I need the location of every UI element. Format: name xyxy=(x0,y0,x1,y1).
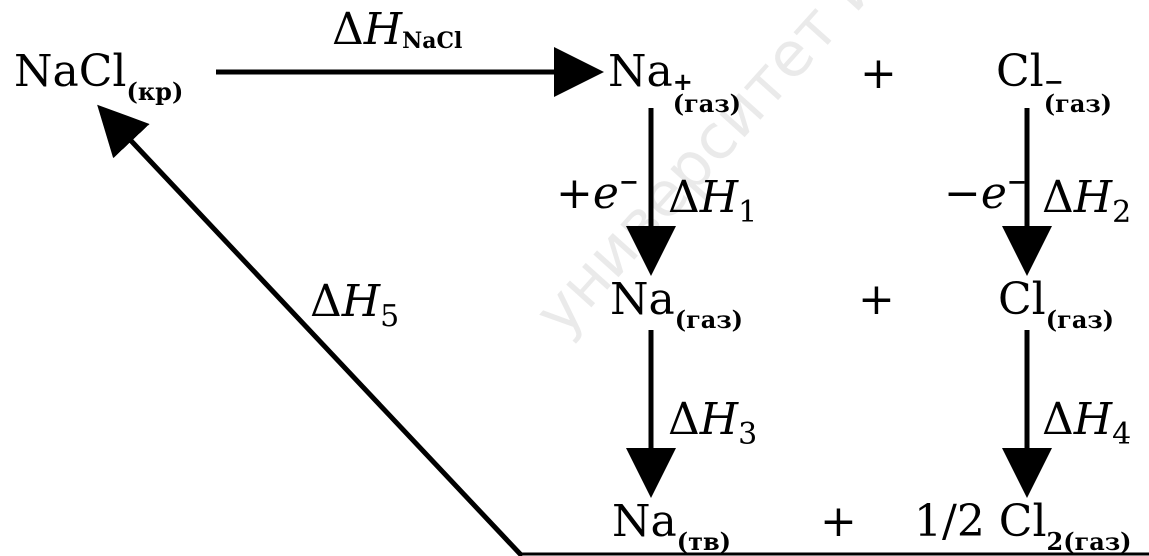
enthalpy-symbol: H xyxy=(363,4,403,55)
species-cl-minus-gas: Cl−(газ) xyxy=(996,50,1112,116)
species-state: 2(газ) xyxy=(1046,527,1132,556)
species-state: (газ) xyxy=(1045,305,1115,334)
species-charge: − xyxy=(1043,67,1064,96)
enthalpy-symbol: H xyxy=(699,394,739,445)
arrow-elements-to-nacl xyxy=(97,104,524,556)
delta-symbol: Δ xyxy=(310,276,342,327)
enthalpy-subscript: 3 xyxy=(738,417,758,452)
enthalpy-symbol: H xyxy=(1073,172,1113,223)
electron-symbol: e xyxy=(980,168,1007,219)
enthalpy-subscript: 2 xyxy=(1112,195,1132,230)
label-dh5: ΔH5 xyxy=(310,280,399,332)
plus-sign: + xyxy=(820,496,857,547)
electron-symbol: e xyxy=(592,168,619,219)
electron-charge: − xyxy=(618,167,640,196)
species-half-cl2-gas: 1/2 Cl2(газ) xyxy=(914,500,1132,554)
species-na-plus-gas: Na+(газ) xyxy=(608,50,741,116)
species-charge: + xyxy=(672,67,693,96)
species-nacl-crystal: NaCl(кр) xyxy=(14,50,183,104)
species-na-gas: Na(газ) xyxy=(610,278,743,332)
delta-symbol: Δ xyxy=(1042,394,1074,445)
species-main: Na xyxy=(608,46,673,97)
label-dh4: ΔH4 xyxy=(1042,398,1131,450)
enthalpy-subscript: 5 xyxy=(380,299,400,334)
label-dh3: ΔH3 xyxy=(668,398,757,450)
species-state: (газ) xyxy=(672,89,742,118)
enthalpy-subscript: 4 xyxy=(1112,417,1132,452)
enthalpy-symbol: H xyxy=(699,172,739,223)
enthalpy-subscript: NaCl xyxy=(402,28,463,54)
delta-symbol: Δ xyxy=(668,172,700,223)
species-state: (газ) xyxy=(674,305,744,334)
enthalpy-symbol: H xyxy=(341,276,381,327)
label-electron-gain: +e− xyxy=(556,170,639,216)
label-dh-nacl: ΔHNaCl xyxy=(332,8,463,54)
species-na-solid: Na(тв) xyxy=(612,500,731,554)
species-main: Cl xyxy=(998,274,1046,325)
label-dh2: ΔH2 xyxy=(1042,176,1131,228)
delta-symbol: Δ xyxy=(1042,172,1074,223)
electron-sign: − xyxy=(944,168,981,219)
label-electron-loss: −e− xyxy=(944,170,1027,216)
delta-symbol: Δ xyxy=(668,394,700,445)
species-main: Na xyxy=(612,496,677,547)
species-state: (газ) xyxy=(1043,89,1113,118)
species-main: NaCl xyxy=(14,46,127,97)
species-main: 1/2 Cl xyxy=(914,496,1047,547)
species-main: Cl xyxy=(996,46,1044,97)
species-cl-gas: Cl(газ) xyxy=(998,278,1114,332)
delta-symbol: Δ xyxy=(332,4,364,55)
species-state: (тв) xyxy=(676,527,731,556)
label-dh1: ΔH1 xyxy=(668,176,757,228)
enthalpy-subscript: 1 xyxy=(738,195,758,230)
plus-sign: + xyxy=(860,48,897,99)
plus-sign: + xyxy=(858,274,895,325)
species-state: (кр) xyxy=(126,77,184,106)
electron-charge: − xyxy=(1006,167,1028,196)
enthalpy-symbol: H xyxy=(1073,394,1113,445)
species-main: Na xyxy=(610,274,675,325)
electron-sign: + xyxy=(556,168,593,219)
